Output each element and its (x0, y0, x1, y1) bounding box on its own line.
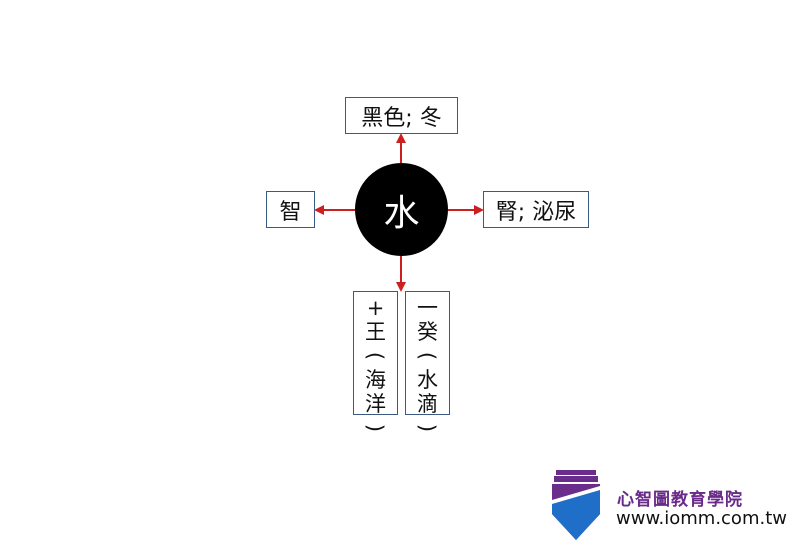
bottom-right-char-1: 一 (417, 296, 438, 320)
bottom-left-char-3: ( (363, 351, 388, 361)
bottom-right-char-6: ) (415, 423, 440, 433)
brand-logo-icon (552, 470, 600, 540)
bottom-left-char-4: 海 (365, 368, 386, 392)
bottom-right-char-5: 滴 (417, 392, 438, 416)
node-bottom-left: + 王 ( 海 洋 ) (353, 291, 398, 432)
bottom-right-char-4: 水 (417, 368, 438, 392)
node-bottom-right: 一 癸 ( 水 滴 ) (405, 291, 450, 432)
bottom-left-char-2: 王 (365, 320, 386, 344)
bottom-left-char-6: ) (363, 423, 388, 433)
bottom-left-char-1: + (366, 296, 385, 320)
node-left: 智 (266, 191, 315, 228)
bottom-right-char-3: ( (415, 351, 440, 361)
node-right: 腎; 泌尿 (483, 191, 589, 228)
node-top: 黑色; 冬 (345, 97, 458, 134)
center-node: 水 (355, 163, 448, 256)
bottom-right-char-2: 癸 (417, 320, 438, 344)
bottom-left-char-5: 洋 (365, 392, 386, 416)
brand-url: www.iomm.com.tw (616, 508, 787, 529)
brand-name: 心智圖教育學院 (617, 490, 743, 510)
